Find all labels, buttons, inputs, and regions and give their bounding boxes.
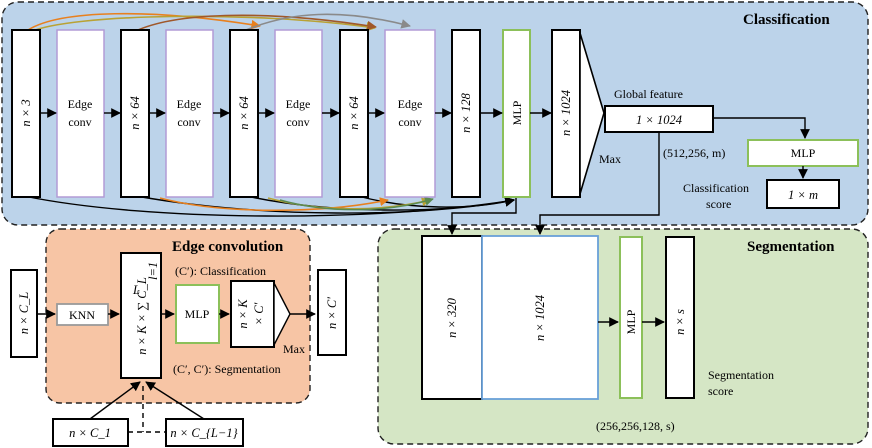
svg-text:n × 1024: n × 1024: [559, 90, 573, 136]
feature-block-64-2: n × 64: [229, 29, 259, 198]
svg-text:× C′: × C′: [252, 302, 266, 325]
feature-block-64-3: n × 64: [339, 29, 369, 198]
edge-max-pool-triangle: [273, 282, 291, 346]
max-pool-triangle: [579, 32, 605, 195]
feature-block-64-1: n × 64: [120, 29, 150, 198]
input-c1-text: n × C_1: [69, 426, 111, 440]
svg-text:n × 64: n × 64: [237, 96, 251, 129]
svg-text:Edge: Edge: [398, 97, 423, 111]
input-c1-box: [52, 418, 129, 447]
svg-text:n × 320: n × 320: [445, 297, 459, 337]
edge-mlp-text: MLP: [185, 307, 210, 321]
svg-text:n × s: n × s: [673, 309, 687, 335]
edge-input-block: n × C_L: [10, 269, 38, 358]
classification-score-box-text: 1 × m: [788, 188, 818, 202]
svg-text:MLP: MLP: [624, 309, 638, 334]
svg-text:conv: conv: [286, 115, 309, 129]
svg-text:n × 3: n × 3: [19, 99, 33, 126]
skip-arrow-brown-top: [137, 14, 377, 31]
svg-text:n × 64: n × 64: [128, 96, 142, 129]
svg-text:conv: conv: [398, 115, 421, 129]
input-cl1-text: n × C_{L−1}: [170, 426, 237, 440]
seg-block-1024: n × 1024: [481, 235, 599, 400]
knn-text: KNN: [69, 308, 95, 322]
sum-upper-limit: L: [132, 283, 140, 297]
edge-mlp-box: [175, 284, 220, 344]
skip-arrow-orange-bottom: [159, 197, 389, 211]
edge-conv-block-1: Edge conv: [56, 29, 105, 198]
seg-score-label-2: score: [708, 384, 733, 398]
seg-block-320: n × 320: [421, 235, 483, 400]
skip-arrow-olive-top: [29, 15, 376, 33]
svg-text:n × C′: n × C′: [325, 297, 339, 329]
svg-text:MLP: MLP: [510, 100, 524, 125]
classification-mlp-params: (512,256, m): [663, 146, 725, 160]
edge-max-label: Max: [283, 342, 305, 356]
seg-mlp-params: (256,256,128, s): [596, 419, 675, 433]
edge-convolution-title: Edge convolution: [172, 239, 284, 255]
max-label: Max: [599, 152, 621, 166]
edge-conv-block-2: Edge conv: [165, 29, 214, 198]
skip-arrow-orange-top: [27, 12, 261, 31]
sum-lower-limit: l=1: [146, 262, 160, 280]
edge-stack-block: n × K × ∑ C_L L l=1: [120, 252, 162, 379]
edge-conv-block-4: Edge conv: [384, 29, 436, 198]
svg-text:Edge: Edge: [177, 97, 202, 111]
skip-arrow-green-bottom: [279, 197, 434, 211]
svg-text:n × 128: n × 128: [459, 92, 473, 132]
classification-score-box: [766, 179, 840, 209]
seg-output-block: n × s: [665, 236, 695, 399]
svg-text:conv: conv: [177, 115, 200, 129]
svg-text:n × K × ∑ C_L: n × K × ∑ C_L: [135, 277, 149, 355]
svg-text:conv: conv: [68, 115, 91, 129]
segmentation-title: Segmentation: [747, 239, 835, 255]
edge-output-feature: n × C′: [317, 269, 347, 356]
classification-mlp-text: MLP: [791, 146, 816, 160]
feature-block-128: n × 128: [451, 29, 481, 198]
classification-mlp-block: MLP: [502, 29, 531, 198]
skip-arrow-gray-top: [245, 13, 411, 31]
classification-note: (C′): Classification: [175, 264, 266, 278]
segmentation-note: (C′, C′): Segmentation: [173, 362, 281, 376]
global-feature-box: [604, 105, 714, 133]
classification-score-label-2: score: [706, 197, 731, 211]
edge-output-block: n × K × C′: [230, 280, 275, 348]
skip-arrow-black-bottom-4: [357, 195, 515, 208]
global-feature-label: Global feature: [614, 87, 683, 101]
input-block: n × 3: [11, 29, 41, 198]
svg-text:Edge: Edge: [286, 97, 311, 111]
classification-title: Classification: [743, 12, 830, 28]
feature-block-1024: n × 1024: [551, 29, 581, 198]
svg-text:n × C_L: n × C_L: [17, 292, 31, 335]
svg-text:Edge: Edge: [68, 97, 93, 111]
svg-text:n × 64: n × 64: [347, 96, 361, 129]
svg-text:n × 1024: n × 1024: [533, 295, 547, 341]
edge-conv-block-3: Edge conv: [274, 29, 323, 198]
seg-mlp-block: MLP: [619, 236, 643, 399]
seg-score-label-1: Segmentation: [708, 368, 774, 382]
svg-text:n × K: n × K: [236, 299, 250, 329]
classification-score-label-1: Classification: [683, 181, 749, 195]
global-feature-box-text: 1 × 1024: [636, 113, 682, 127]
